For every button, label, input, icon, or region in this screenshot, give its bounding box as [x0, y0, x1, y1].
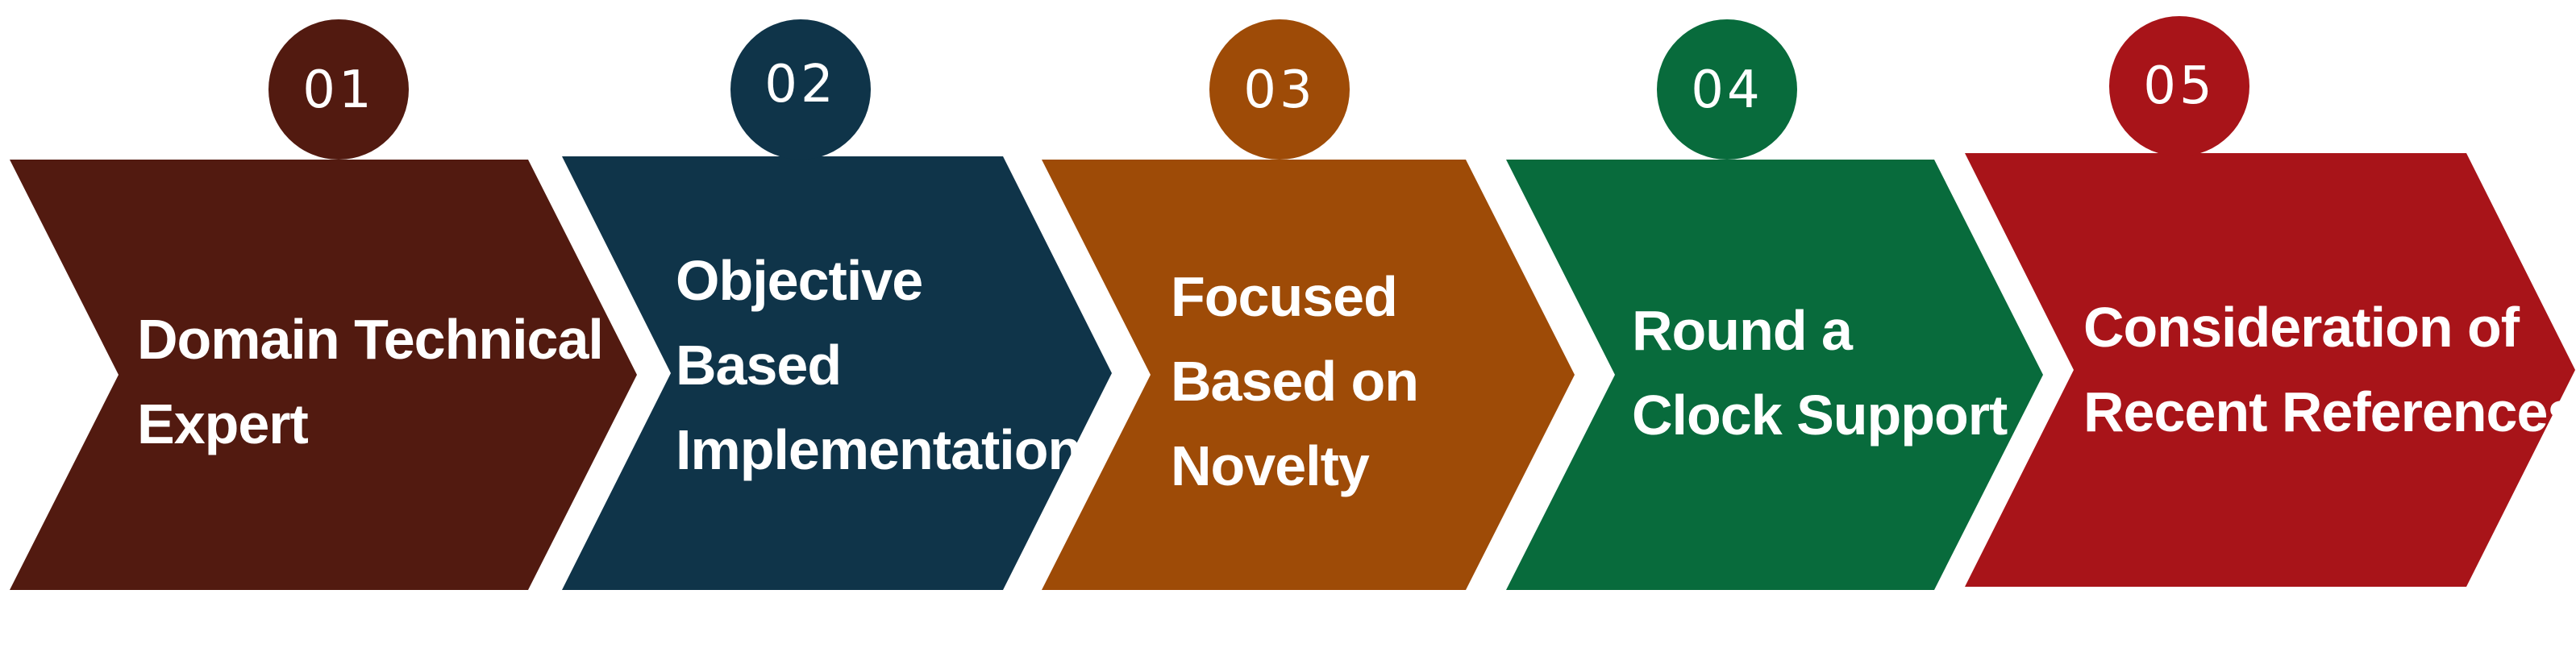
step-3-label-line-1: Focused — [1171, 265, 1397, 328]
step-2-label-line-1: Objective — [676, 249, 922, 312]
step-4-number-badge — [1657, 19, 1797, 160]
step-1-number: 01 — [302, 60, 374, 120]
step-2-number: 02 — [764, 55, 836, 114]
step-1-number-badge — [268, 19, 409, 160]
step-3-number-badge — [1209, 19, 1350, 160]
step-4-label-line-2: Clock Support — [1632, 384, 2008, 447]
step-1-label-line-1: Domain Technical — [137, 308, 603, 371]
step-5-label-line-2: Recent References — [2083, 380, 2576, 443]
step-1: 01 Domain Technical Expert — [10, 19, 637, 590]
step-2: 02 Objective Based Implementation — [562, 19, 1112, 590]
step-3-number: 03 — [1243, 60, 1315, 120]
step-3: 03 Focused Based on Novelty — [1042, 19, 1575, 590]
step-4-chevron — [1506, 160, 2043, 590]
step-5-number-badge — [2109, 16, 2249, 156]
step-2-chevron — [562, 156, 1112, 590]
step-5-chevron — [1965, 153, 2575, 587]
step-1-label-line-2: Expert — [137, 393, 309, 455]
step-2-label-line-2: Based — [676, 334, 841, 397]
step-3-label-line-2: Based on — [1171, 350, 1418, 413]
step-2-number-badge — [730, 19, 871, 160]
step-1-chevron — [10, 160, 637, 590]
step-4: 04 Round a Clock Support — [1506, 19, 2043, 590]
step-4-number: 04 — [1691, 60, 1762, 120]
step-5-number: 05 — [2143, 56, 2215, 116]
step-5-label-line-1: Consideration of — [2083, 296, 2520, 359]
step-4-label-line-1: Round a — [1632, 299, 1854, 362]
step-3-label-line-3: Novelty — [1171, 434, 1370, 497]
step-3-chevron — [1042, 160, 1575, 590]
step-2-label-line-3: Implementation — [676, 418, 1081, 481]
step-5: 05 Consideration of Recent References — [1965, 16, 2576, 587]
